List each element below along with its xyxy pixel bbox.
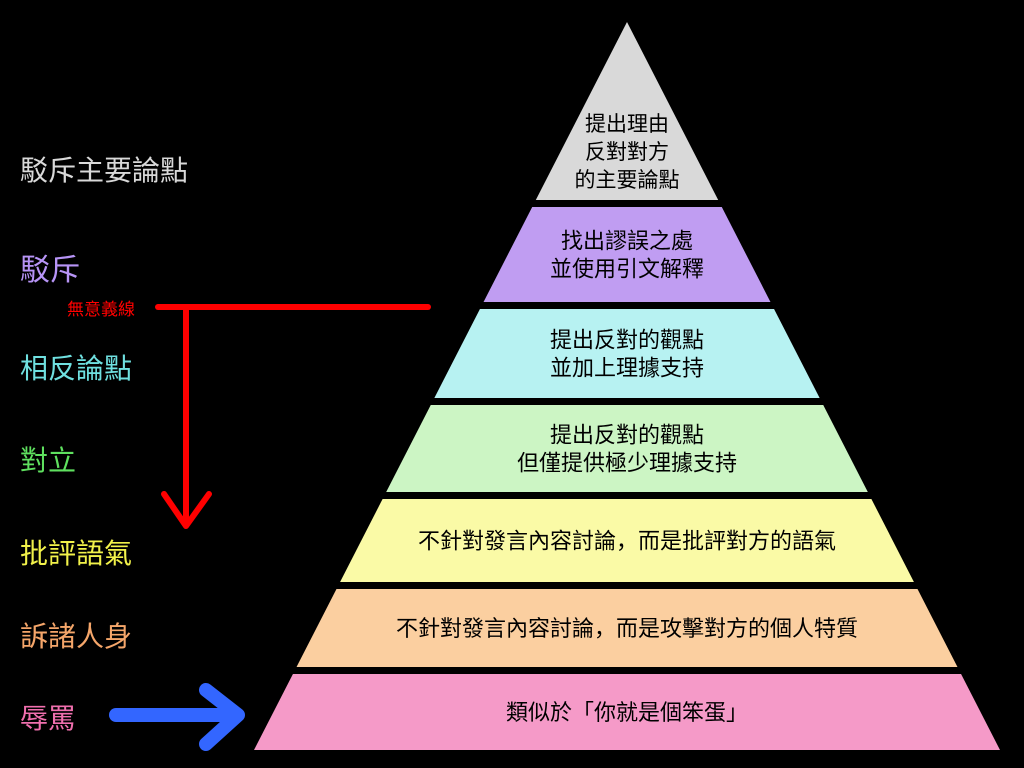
pyramid-tier-text: 反對對方 bbox=[585, 140, 669, 164]
level-label-7: 辱罵 bbox=[20, 702, 76, 735]
pyramid-tier-text: 不針對發言內容討論，而是攻擊對方的個人特質 bbox=[396, 617, 858, 642]
pyramid-tier-text: 提出反對的觀點 bbox=[550, 424, 704, 449]
right-arrow-icon bbox=[199, 683, 245, 751]
pyramid-tier-6: 不針對發言內容討論，而是攻擊對方的個人特質 bbox=[296, 589, 958, 667]
pyramid-tier-shape bbox=[254, 674, 1000, 750]
pyramid-tier-text: 找出謬誤之處 bbox=[561, 230, 693, 255]
pyramid-tier-text: 但僅提供極少理據支持 bbox=[517, 452, 737, 477]
pyramid-tier-text: 類似於「你就是個笨蛋」 bbox=[506, 701, 748, 726]
pyramid-tier-shape bbox=[434, 309, 820, 398]
pyramid-tier-text: 並加上理據支持 bbox=[550, 357, 704, 382]
down-arrow-icon bbox=[161, 491, 212, 529]
level-label-6: 訴諸人身 bbox=[20, 620, 132, 653]
level-label-1: 駁斥主要論點 bbox=[20, 154, 188, 187]
level-label-3: 相反論點 bbox=[20, 352, 132, 385]
pyramid-tier-text: 提出反對的觀點 bbox=[550, 329, 704, 354]
pyramid-tier-shape bbox=[340, 499, 914, 582]
nonsense-line: 無意義線 bbox=[67, 300, 431, 529]
pyramid-tier-text: 並使用引文解釋 bbox=[550, 258, 704, 283]
blue-arrow bbox=[109, 683, 245, 751]
level-label-2: 駁斥 bbox=[20, 253, 80, 288]
pyramid-tier-shape bbox=[483, 207, 771, 302]
pyramid-tier-text: 不針對發言內容討論，而是批評對方的語氣 bbox=[418, 530, 836, 555]
pyramid-tier-shape bbox=[296, 589, 958, 667]
pyramid-tier-7: 類似於「你就是個笨蛋」 bbox=[254, 674, 1000, 750]
pyramid: 提出理由反對對方的主要論點找出謬誤之處並使用引文解釋提出反對的觀點並加上理據支持… bbox=[254, 22, 1000, 750]
pyramid-tier-shape bbox=[386, 405, 868, 492]
nonsense-line-label: 無意義線 bbox=[67, 300, 135, 320]
level-label-5: 批評語氣 bbox=[20, 537, 132, 570]
level-label-4: 對立 bbox=[20, 444, 76, 477]
pyramid-tier-shape bbox=[535, 22, 719, 200]
pyramid-tier-5: 不針對發言內容討論，而是批評對方的語氣 bbox=[340, 499, 914, 582]
pyramid-tier-text: 的主要論點 bbox=[575, 168, 680, 192]
pyramid-tier-text: 提出理由 bbox=[585, 112, 669, 136]
